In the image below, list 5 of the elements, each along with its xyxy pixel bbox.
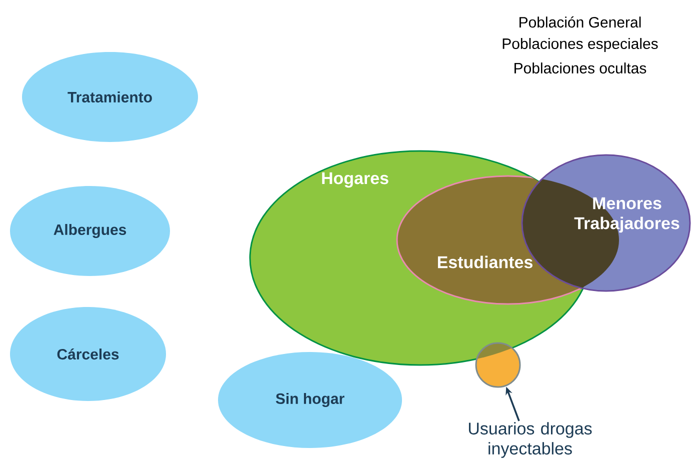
circle-marker [475, 342, 521, 388]
annotation-text: Usuarios drogas inyectables [468, 422, 592, 458]
heading-text: Poblaciones especiales [502, 38, 658, 52]
heading-text: Población General [520, 16, 641, 28]
heading-text: Poblaciones ocultas [514, 62, 646, 74]
